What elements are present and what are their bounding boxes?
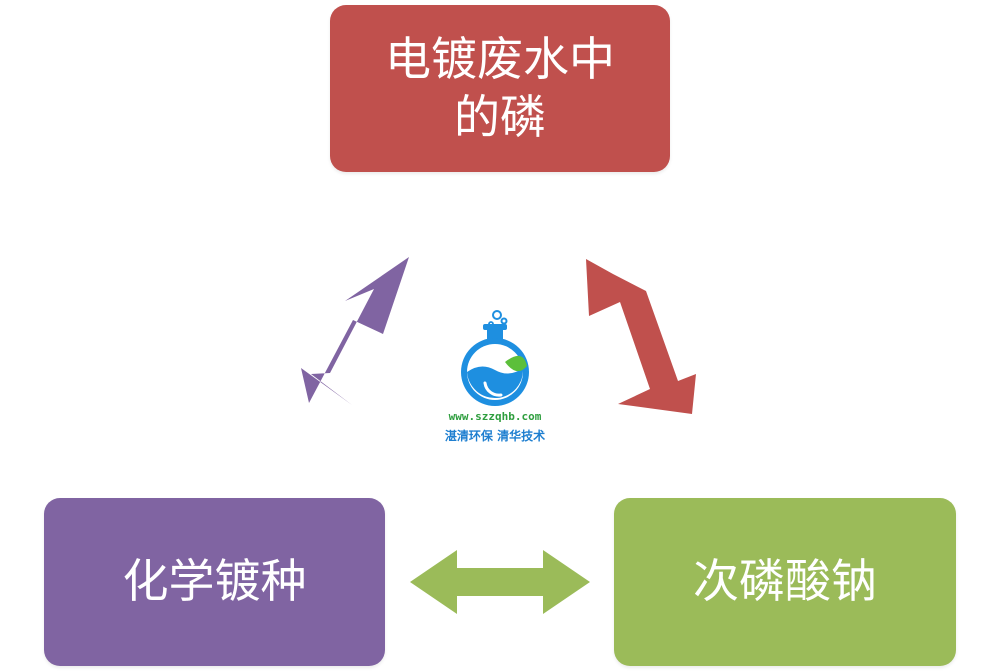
- double-arrow-horizontal: [410, 550, 590, 614]
- flask-icon: [461, 310, 529, 406]
- node-sodium-hypophosphite: 次磷酸钠: [614, 498, 956, 666]
- double-arrow-right: [586, 259, 696, 414]
- node-label: 电镀废水中 的磷: [385, 31, 615, 144]
- logo-url: www.szzqhb.com: [448, 410, 542, 423]
- node-label: 化学镀种: [122, 554, 307, 609]
- node-label: 次磷酸钠: [693, 554, 877, 609]
- double-arrow-left: [301, 257, 409, 405]
- logo-slogan: 湛清环保 清华技术: [444, 429, 546, 443]
- node-chemical-plating: 化学镀种: [44, 498, 385, 666]
- node-phosphorus-in-wastewater: 电镀废水中 的磷: [330, 5, 670, 172]
- company-logo: www.szzqhb.com 湛清环保 清华技术: [425, 300, 565, 450]
